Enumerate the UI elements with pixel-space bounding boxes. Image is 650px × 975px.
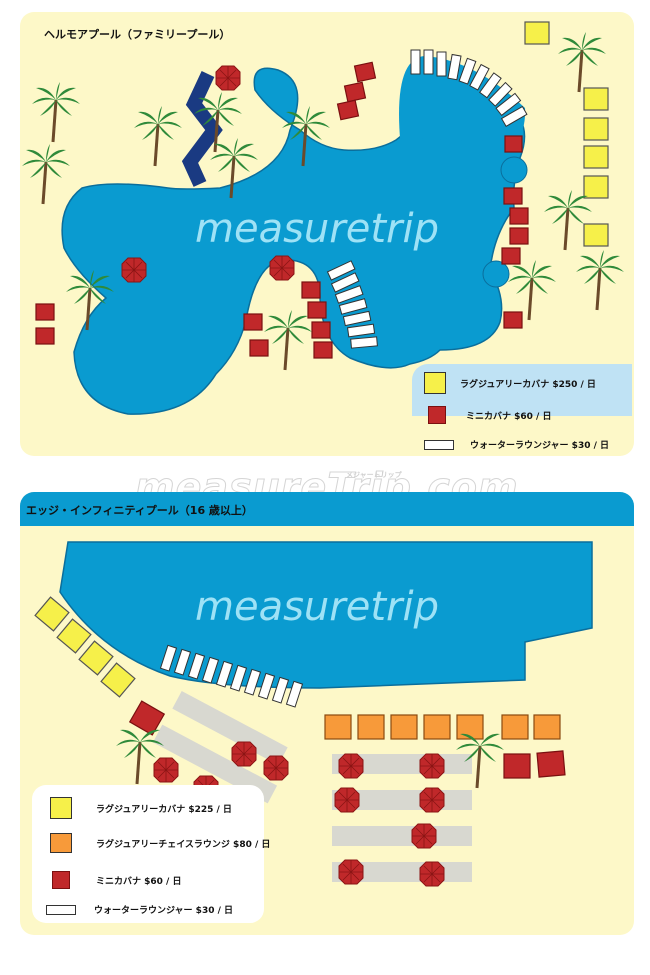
- edge-infinity-pool-map: measuretrip: [20, 492, 634, 935]
- legend-item: ミニカバナ $60 / 日: [428, 406, 551, 424]
- umbrella: [263, 755, 289, 781]
- edge-pool-map-graphic: measuretrip: [34, 541, 593, 889]
- umbrella: [269, 255, 295, 281]
- pool-watermark-top: measuretrip: [195, 206, 439, 252]
- waterslide: [181, 71, 223, 187]
- header-bar: [20, 492, 634, 526]
- water-lounger-row-top: [410, 49, 528, 128]
- infinity-pool: [59, 541, 593, 689]
- luxury-cabana-icon: [50, 797, 72, 819]
- water-lounger-icon: [424, 439, 454, 450]
- mini-cabana-icon: [52, 871, 70, 889]
- mini-cabanas-bottom: [503, 750, 566, 779]
- palm-tree: [132, 104, 184, 168]
- legend-item: ミニカバナ $60 / 日: [52, 871, 181, 889]
- legend-item: ウォーターラウンジャー $30 / 日: [46, 903, 233, 916]
- luxury-cabana-icon: [424, 372, 446, 394]
- site-watermark-small: メジャートリップ: [346, 471, 402, 479]
- legend-item: ラグジュアリーチェイスラウンジ $80 / 日: [50, 833, 270, 853]
- helmore-pool-map-graphic: measuretrip: [20, 21, 626, 415]
- umbrella: [419, 861, 445, 887]
- pool-title-top: ヘルモアプール（ファミリープール）: [44, 28, 231, 41]
- umbrella: [419, 787, 445, 813]
- palm-tree: [506, 258, 558, 322]
- legend-item: ラグジュアリーカバナ $225 / 日: [50, 797, 232, 819]
- umbrella: [153, 757, 179, 783]
- palm-tree: [574, 248, 626, 312]
- umbrella: [231, 741, 257, 767]
- pool-watermark-bottom: measuretrip: [195, 584, 439, 630]
- pool-title-bottom: エッジ・インフィニティプール（16 歳以上）: [26, 504, 253, 517]
- umbrella: [121, 257, 147, 283]
- helmore-pool-map: measuretrip: [20, 12, 634, 456]
- umbrella: [338, 753, 364, 779]
- luxury-chaise-lounge-icon: [50, 833, 72, 853]
- palm-tree: [556, 30, 608, 94]
- mini-cabana-icon: [428, 406, 446, 424]
- palm-tree: [20, 142, 72, 206]
- water-lounger-icon: [46, 904, 76, 915]
- water-lounger-row-bottom: [159, 644, 304, 708]
- umbrella: [411, 823, 437, 849]
- legend-item: ウォーターラウンジャー $30 / 日: [424, 438, 609, 451]
- luxury-cabanas-bottom: [34, 596, 136, 698]
- umbrella: [419, 753, 445, 779]
- mini-cabanas-top: [35, 61, 529, 359]
- palm-tree: [262, 308, 314, 372]
- mini-cabana: [128, 700, 166, 736]
- legend-item: ラグジュアリーカバナ $250 / 日: [424, 372, 596, 394]
- umbrella: [338, 859, 364, 885]
- luxury-cabanas-top: [524, 21, 609, 247]
- legend-top: ラグジュアリーカバナ $250 / 日 ミニカバナ $60 / 日 ウォーターラ…: [412, 364, 632, 454]
- palm-tree: [30, 80, 82, 144]
- umbrella: [334, 787, 360, 813]
- legend-bottom: ラグジュアリーカバナ $225 / 日 ラグジュアリーチェイスラウンジ $80 …: [32, 785, 270, 923]
- umbrella: [215, 65, 241, 91]
- water-lounger-row-mid: [326, 260, 378, 349]
- chaise-lounges: [324, 714, 561, 740]
